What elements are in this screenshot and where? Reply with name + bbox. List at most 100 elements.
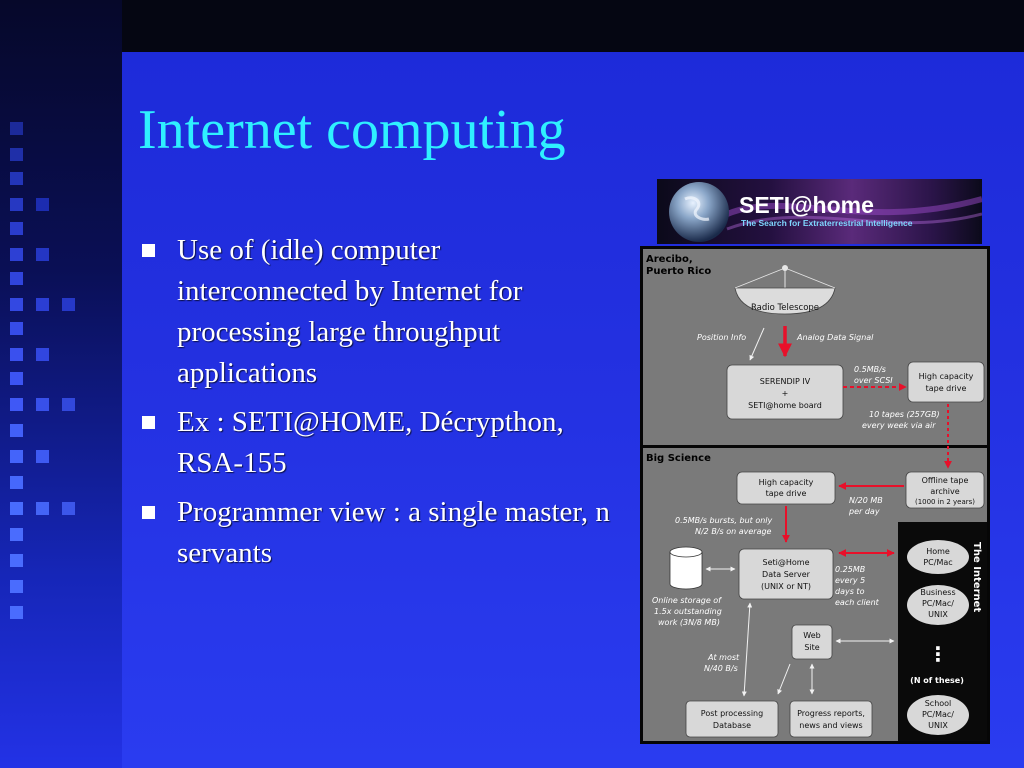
radio-telescope-dish-icon [734,287,836,315]
banner-subtitle: The Search for Extraterrestrial Intellig… [741,218,913,228]
data-server-line-1: Seti@Home [763,558,810,567]
school-pc-line-2: PC/Mac/ [922,710,954,719]
decor-square [10,424,23,437]
data-server-line-3: (UNIX or NT) [761,582,811,591]
decor-square [36,502,49,515]
rate-025-line-4: each client [835,598,880,607]
square-bullet-icon [142,244,155,257]
bullet-item: Use of (idle) computer interconnected by… [142,230,612,394]
decor-square [36,248,49,261]
tapes-note-line-1: 10 tapes (257GB) [869,410,940,419]
decor-square [10,248,23,261]
home-pc-line-2: PC/Mac [923,558,952,567]
bullet-list: Use of (idle) computer interconnected by… [142,230,612,582]
business-pc-line-1: Business [920,588,955,597]
decor-square [10,348,23,361]
post-processing-line-1: Post processing [701,709,763,718]
online-storage-line-1: Online storage of [652,596,722,605]
serendip-line-1: SERENDIP IV [760,377,811,386]
offline-archive-line-3: (1000 in 2 years) [915,498,975,506]
post-processing-box [685,700,779,738]
decor-square [10,322,23,335]
data-server-line-2: Data Server [762,570,811,579]
tape-drive-top-line-1: High capacity [919,372,974,381]
decor-square [10,298,23,311]
decor-square [36,298,49,311]
progress-reports-box [789,700,873,738]
business-pc-line-3: UNIX [928,610,948,619]
tapes-note-line-2: every week via air [862,421,936,430]
at-most-line-2: N/40 B/s [704,664,738,673]
square-bullet-icon [142,506,155,519]
tape-drive-mid-line-1: High capacity [759,478,814,487]
home-pc-line-1: Home [926,547,950,556]
left-decorative-strip [0,0,122,768]
online-storage-line-2: 1.5x outstanding [654,607,722,616]
decor-square [62,398,75,411]
storage-cylinder-icon [669,552,703,590]
scsi-rate-line-1: 0.5MB/s [854,365,886,374]
decor-square [10,172,23,185]
decor-square [62,298,75,311]
seti-architecture-diagram: Arecibo, Puerto Rico Big Science The Int… [640,246,990,744]
business-pc-node [907,585,969,625]
scsi-rate-line-2: over SCSI [854,376,893,385]
serendip-line-2: + [782,389,789,398]
at-most-line-1: At most [707,653,740,662]
arecibo-label-1: Arecibo, [646,254,693,265]
slide-title: Internet computing [138,99,566,161]
offline-archive-line-1: Offline tape [922,476,969,485]
decor-square [10,398,23,411]
home-pc-node [907,540,969,574]
school-pc-line-1: School [925,699,952,708]
web-site-line-2: Site [804,643,819,652]
tape-drive-mid-line-2: tape drive [766,489,807,498]
n20-rate-line-2: per day [848,507,880,516]
n20-rate-line-1: N/20 MB [849,496,883,505]
data-server-box [738,548,834,600]
bullet-item: Ex : SETI@HOME, Décrypthon, RSA-155 [142,402,612,484]
bursts-note-line-1: 0.5MB/s bursts, but only [675,516,773,525]
decor-square [36,398,49,411]
bursts-note-line-2: N/2 B/s on average [695,527,772,536]
web-site-line-1: Web [803,631,820,640]
school-pc-line-3: UNIX [928,721,948,730]
serendip-box [726,364,844,420]
position-info-arrow [749,327,765,361]
business-pc-line-2: PC/Mac/ [922,599,954,608]
tape-drive-top-box [907,361,985,403]
rate-025-line-2: every 5 [835,576,865,585]
bullet-text: Programmer view : a single master, n ser… [177,496,610,569]
analog-signal-label: Analog Data Signal [796,333,874,342]
decor-square [10,148,23,161]
offline-archive-line-2: archive [930,487,959,496]
post-processing-line-2: Database [713,721,751,730]
decor-square [36,198,49,211]
square-bullet-icon [142,416,155,429]
rate-025-line-1: 0.25MB [835,565,865,574]
progress-reports-line-1: Progress reports, [797,709,865,718]
radio-telescope-label: Radio Telescope [751,303,819,313]
seti-banner-art: SETI@home The Search for Extraterrestria… [669,182,982,242]
rate-025-line-3: days to [835,587,865,596]
serendip-line-3: SETI@home board [748,401,822,410]
arecibo-label-2: Puerto Rico [646,266,711,277]
bullet-text: Use of (idle) computer interconnected by… [177,234,523,389]
school-pc-node [907,695,969,735]
bullet-item: Programmer view : a single master, n ser… [142,492,612,574]
decor-square [10,450,23,463]
top-dark-band [122,0,1024,52]
decor-square [10,580,23,593]
earth-globe-icon [669,182,729,242]
decor-square [36,348,49,361]
decor-square [36,450,49,463]
decor-square [10,528,23,541]
decor-square [10,372,23,385]
offline-archive-box [905,471,985,509]
web-postproc-arrow [777,663,791,695]
banner-title: SETI@home [739,192,874,218]
big-science-label: Big Science [646,453,711,464]
decor-square [10,554,23,567]
web-site-box [791,624,833,660]
decor-square [10,606,23,619]
